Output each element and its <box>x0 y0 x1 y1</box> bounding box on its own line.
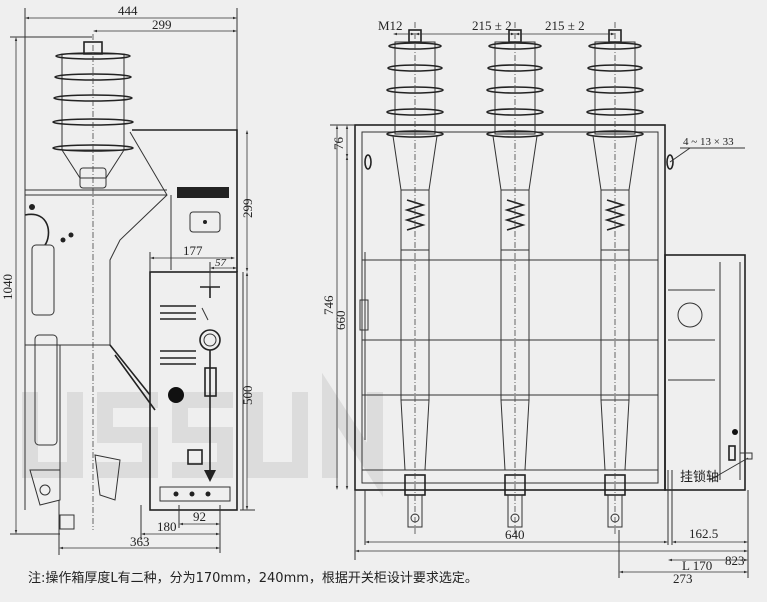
dim-444: 444 <box>118 3 138 18</box>
pole-3 <box>586 22 644 535</box>
dim-299-right: 299 <box>240 199 255 219</box>
dim-363: 363 <box>130 534 150 549</box>
dim-162-5: 162.5 <box>689 526 718 541</box>
footnote: 注:操作箱厚度L有二种，分为170mm，240mm，根据开关柜设计要求选定。 <box>28 571 478 586</box>
dim-57: 57 <box>215 257 227 269</box>
dim-m12: M12 <box>378 18 403 33</box>
pole-2 <box>486 22 544 535</box>
dim-1040: 1040 <box>0 274 15 300</box>
dim-660: 660 <box>333 311 348 331</box>
pole-1 <box>386 22 444 535</box>
dim-177: 177 <box>183 243 203 258</box>
operating-box-front <box>664 254 753 491</box>
mount-hole <box>666 154 674 170</box>
operating-panel <box>149 262 244 511</box>
breaker-mechanism <box>24 204 156 555</box>
dim-823: 823 <box>725 553 745 568</box>
dim-500: 500 <box>240 386 255 406</box>
dim-mount-holes: 4 ~ 13 × 33 <box>683 136 734 148</box>
dim-746: 746 <box>321 295 336 315</box>
dim-215-1: 215 ± 2 <box>472 18 512 33</box>
dim-273: 273 <box>673 571 693 586</box>
side-view: 444 299 1040 299 <box>0 3 255 555</box>
terminal-strip <box>177 187 229 198</box>
dim-299-top: 299 <box>152 17 172 32</box>
dim-92: 92 <box>193 509 206 524</box>
watermark-logo <box>22 372 383 498</box>
dim-215-2: 215 ± 2 <box>545 18 585 33</box>
mount-hole <box>364 154 372 170</box>
dim-76: 76 <box>331 137 346 151</box>
front-view: M12 215 ± 2 215 ± 2 4 ~ 13 × 33 746 76 6… <box>321 18 753 586</box>
padlock-shaft-label: 挂锁轴 <box>680 469 719 485</box>
dim-180: 180 <box>157 519 177 534</box>
dim-640: 640 <box>505 527 525 542</box>
dim-L170: L 170 <box>682 558 712 573</box>
